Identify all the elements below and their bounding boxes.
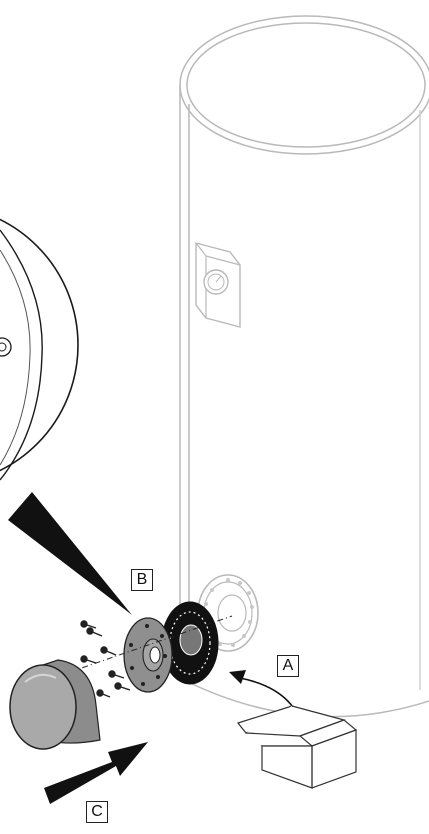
callout-c: C — [86, 801, 108, 823]
thermometer-panel — [196, 243, 240, 327]
detail-magnifier-circle — [0, 205, 132, 615]
round-insulation-cover — [10, 660, 100, 749]
callout-a: A — [277, 655, 299, 677]
callout-b: B — [131, 569, 153, 591]
flange-cover — [124, 618, 172, 692]
arrow-c — [44, 742, 148, 804]
open-box — [238, 706, 356, 788]
